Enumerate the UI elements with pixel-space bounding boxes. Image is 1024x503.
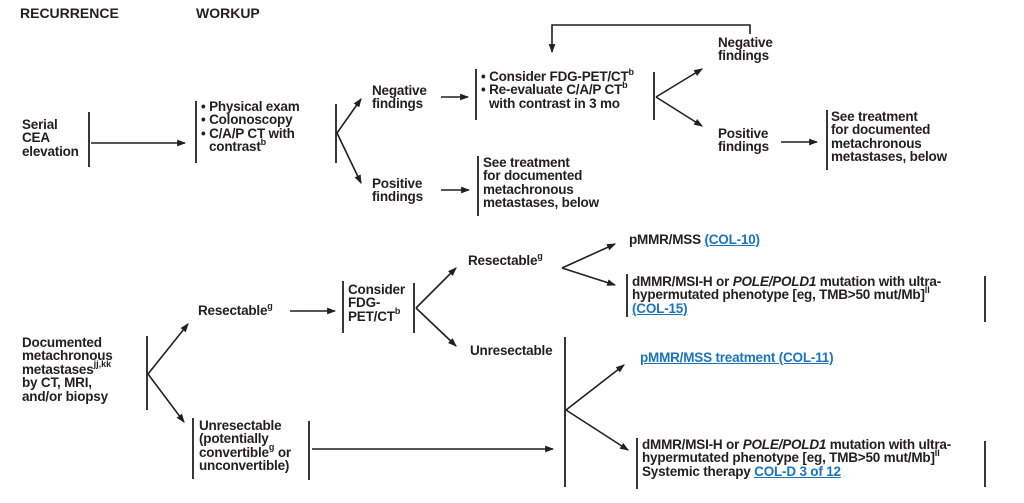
node-serial-cea-elevation: Serial CEA elevation (22, 117, 79, 159)
node-positive-findings-2: Positive findings (718, 126, 769, 155)
branch-documented-to-unresectable (147, 373, 185, 423)
link-col-10[interactable]: (COL-10) (704, 232, 760, 247)
branch-convergence-to-col11 (565, 364, 625, 411)
branch-workup-to-negative1 (336, 98, 362, 134)
footnote-g: g (268, 442, 275, 453)
footnote-b: b (628, 66, 635, 77)
node-dmmr-systemic-cold: dMMR/MSI-H or POLE/POLD1 mutation with u… (642, 437, 951, 479)
branch-fdg-to-resectable2 (415, 267, 457, 309)
link-col-15[interactable]: (COL-15) (632, 300, 688, 316)
footnote-ll: ll (934, 447, 940, 458)
branch-resectable2-to-col10 (561, 243, 617, 269)
footnote-g: g (537, 250, 543, 261)
node-resectable-2: Resectableg (468, 250, 543, 268)
branch-resectable2-to-col15 (561, 267, 617, 286)
node-resectable-1: Resectableg (198, 300, 273, 318)
node-consider-fdg-pet-ct: Consider FDG- PET/CTb (348, 282, 405, 324)
loop-negative2-to-consider (548, 24, 751, 54)
node-documented-metastases: Documented metachronous metastasesjj,kk … (22, 335, 113, 404)
node-unresectable-1: Unresectable (potentially convertibleg o… (199, 418, 291, 474)
node-see-treatment-2: See treatment for documented metachronou… (831, 109, 947, 165)
footnote-jj-kk: jj,kk (93, 359, 112, 370)
header-workup: WORKUP (196, 5, 260, 21)
branch-consider-to-negative2 (655, 68, 703, 98)
branch-consider-to-positive2 (655, 96, 703, 127)
branch-workup-to-positive1 (336, 132, 362, 185)
branch-documented-to-resectable (147, 323, 189, 375)
node-unresectable-2: Unresectable (470, 343, 553, 358)
node-negative-findings-2: Negative findings (718, 35, 773, 64)
gene-pole-pold1: POLE/POLD1 (732, 274, 817, 289)
node-workup-box: • Physical exam • Colonoscopy • C/A/P CT… (201, 99, 300, 155)
link-col-d-3-of-12[interactable]: COL-D 3 of 12 (754, 463, 841, 479)
branch-convergence-to-cold (565, 409, 629, 451)
footnote-b: b (394, 306, 401, 317)
gene-pole-pold1: POLE/POLD1 (742, 437, 827, 452)
footnote-b: b (622, 79, 628, 90)
node-dmmr-col15: dMMR/MSI-H or POLE/POLD1 mutation with u… (632, 274, 941, 316)
link-col-11[interactable]: pMMR/MSS treatment (COL-11) (640, 350, 834, 365)
node-positive-findings-1: Positive findings (372, 176, 423, 205)
node-consider-fdg-pet-box: • Consider FDG-PET/CTb • Re-evaluate C/A… (481, 66, 635, 111)
footnote-ll: ll (924, 284, 930, 295)
header-recurrence: RECURRENCE (20, 5, 119, 21)
branch-fdg-to-unresectable2 (415, 307, 457, 347)
node-negative-findings-1: Negative findings (372, 83, 427, 112)
node-pmmr-treatment-col11: pMMR/MSS treatment (COL-11) (640, 350, 834, 365)
node-see-treatment-1: See treatment for documented metachronou… (483, 155, 599, 211)
footnote-b: b (260, 136, 267, 147)
node-pmmr-mss-col10: pMMR/MSS (COL-10) (629, 232, 760, 247)
footnote-g: g (267, 300, 273, 311)
